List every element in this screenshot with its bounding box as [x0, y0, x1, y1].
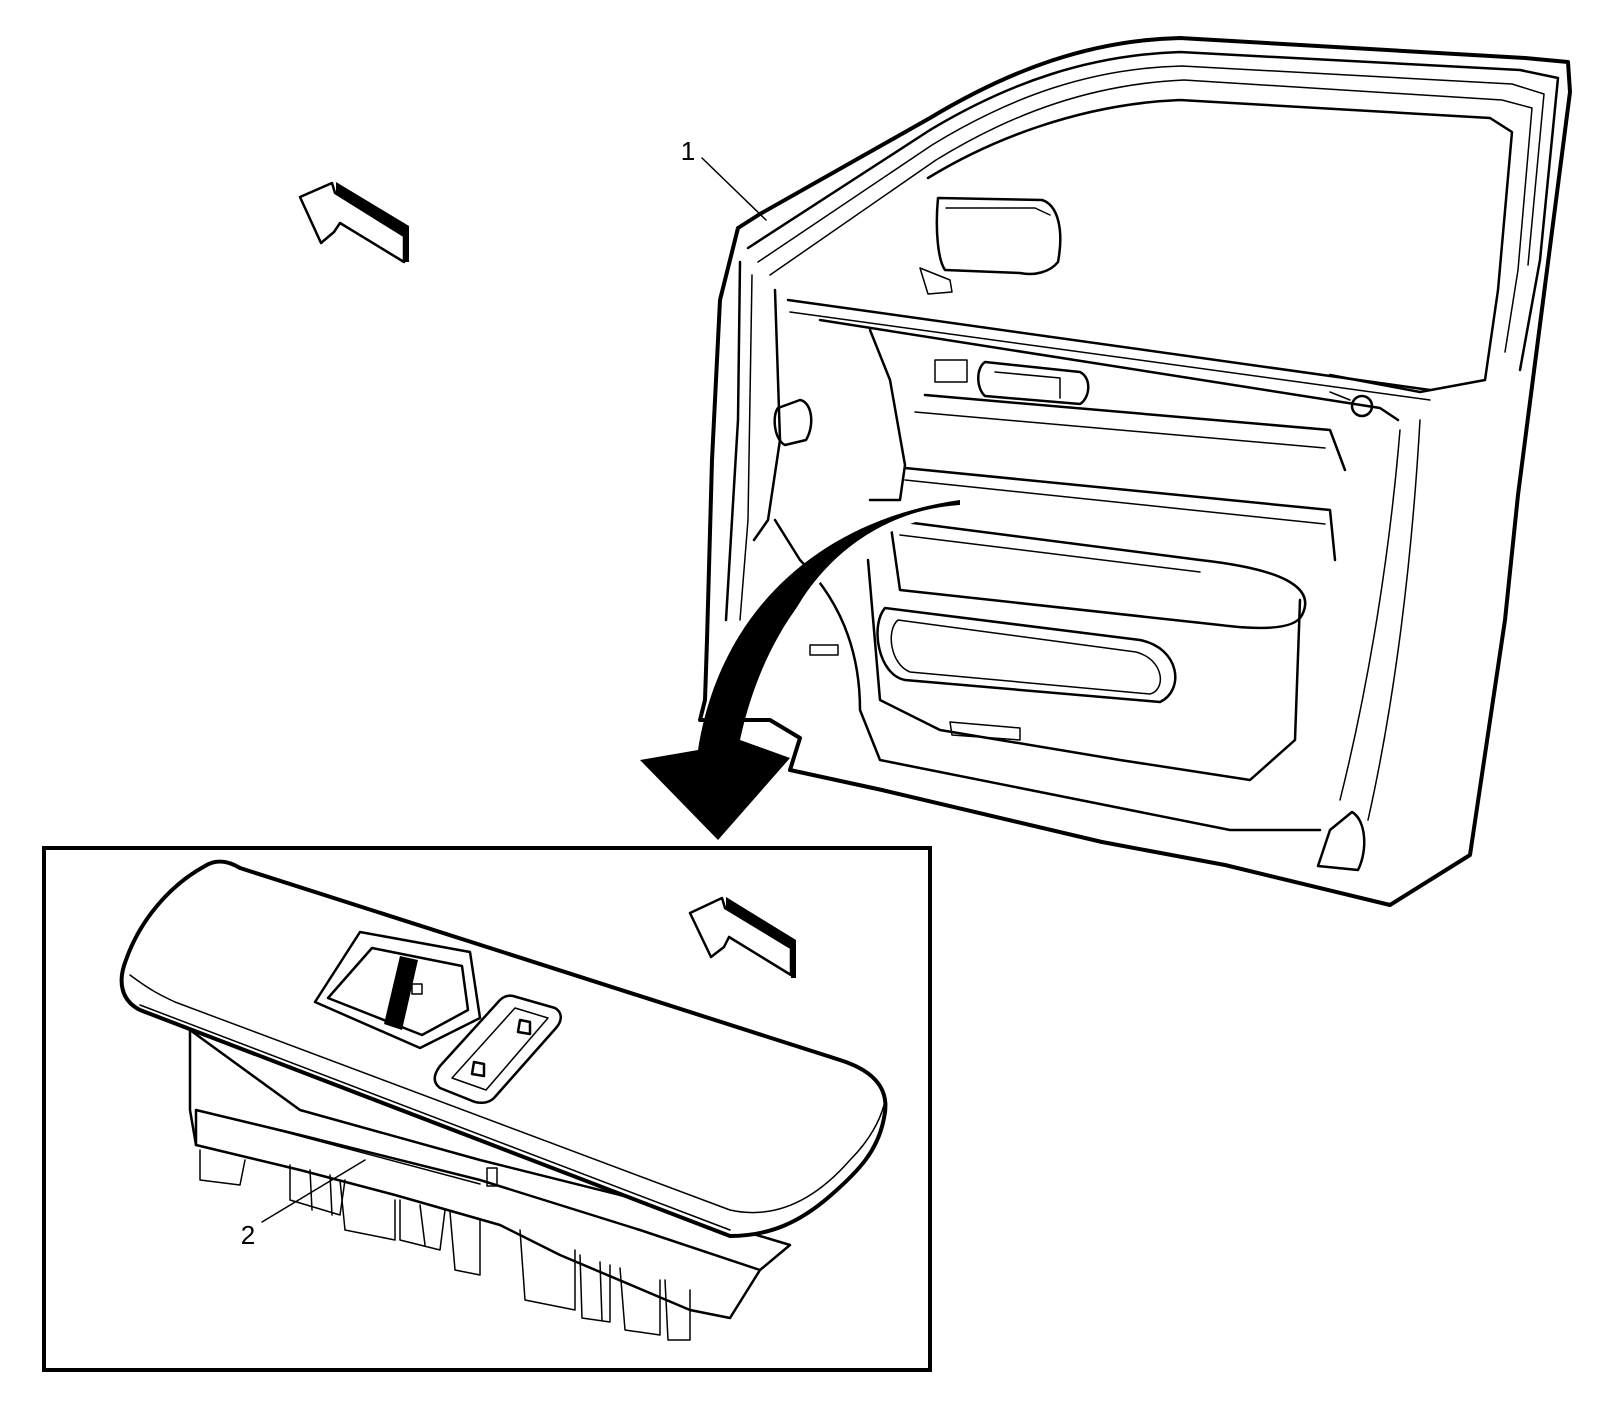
callout-2-label: 2: [241, 1220, 255, 1250]
callout-2: 2: [241, 1159, 366, 1250]
callout-1-label: 1: [681, 136, 695, 166]
front-door-assembly: [698, 36, 1572, 907]
front-direction-arrow-upper: [298, 181, 409, 264]
callout-1: 1: [681, 136, 767, 221]
curved-detail-arrow: [640, 500, 962, 840]
detail-inset-frame: [42, 846, 932, 1372]
front-direction-arrow-inset: [688, 896, 796, 978]
window-switch-assembly: [119, 859, 888, 1341]
